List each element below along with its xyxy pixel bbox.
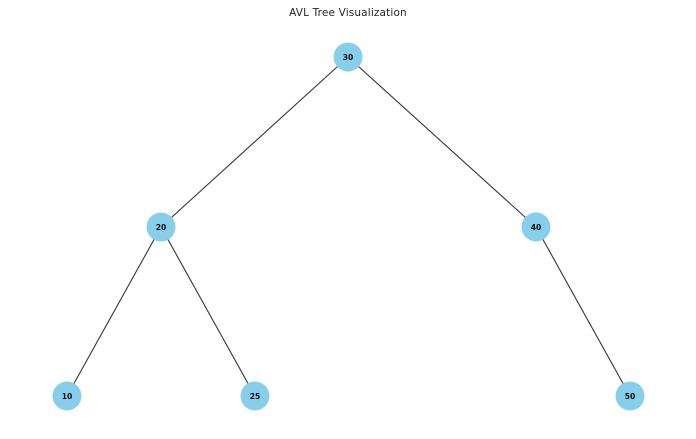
tree-node-label-30: 30 [343, 53, 354, 62]
tree-node-circle-25[interactable] [240, 381, 270, 411]
edge-layer [66, 56, 631, 397]
tree-node-25[interactable]: 25 [240, 381, 270, 411]
tree-edge-30-20 [160, 56, 349, 228]
tree-node-circle-10[interactable] [52, 381, 82, 411]
tree-node-50[interactable]: 50 [615, 381, 645, 411]
tree-edge-20-25 [160, 226, 256, 397]
tree-edge-30-40 [347, 56, 537, 228]
tree-node-10[interactable]: 10 [52, 381, 82, 411]
tree-node-20[interactable]: 20 [146, 212, 176, 242]
tree-node-label-50: 50 [625, 392, 636, 401]
tree-node-label-25: 25 [250, 392, 261, 401]
tree-edge-20-10 [66, 226, 162, 397]
tree-node-label-10: 10 [62, 392, 73, 401]
tree-edge-40-50 [535, 226, 631, 397]
node-layer: 30 20 40 10 25 50 [52, 42, 645, 411]
tree-node-circle-50[interactable] [615, 381, 645, 411]
tree-node-30[interactable]: 30 [333, 42, 363, 72]
tree-node-label-40: 40 [531, 223, 542, 232]
tree-node-circle-40[interactable] [521, 212, 551, 242]
tree-node-circle-30[interactable] [333, 42, 363, 72]
tree-node-40[interactable]: 40 [521, 212, 551, 242]
tree-node-label-20: 20 [156, 223, 167, 232]
page-title: AVL Tree Visualization [289, 7, 407, 19]
tree-node-circle-20[interactable] [146, 212, 176, 242]
